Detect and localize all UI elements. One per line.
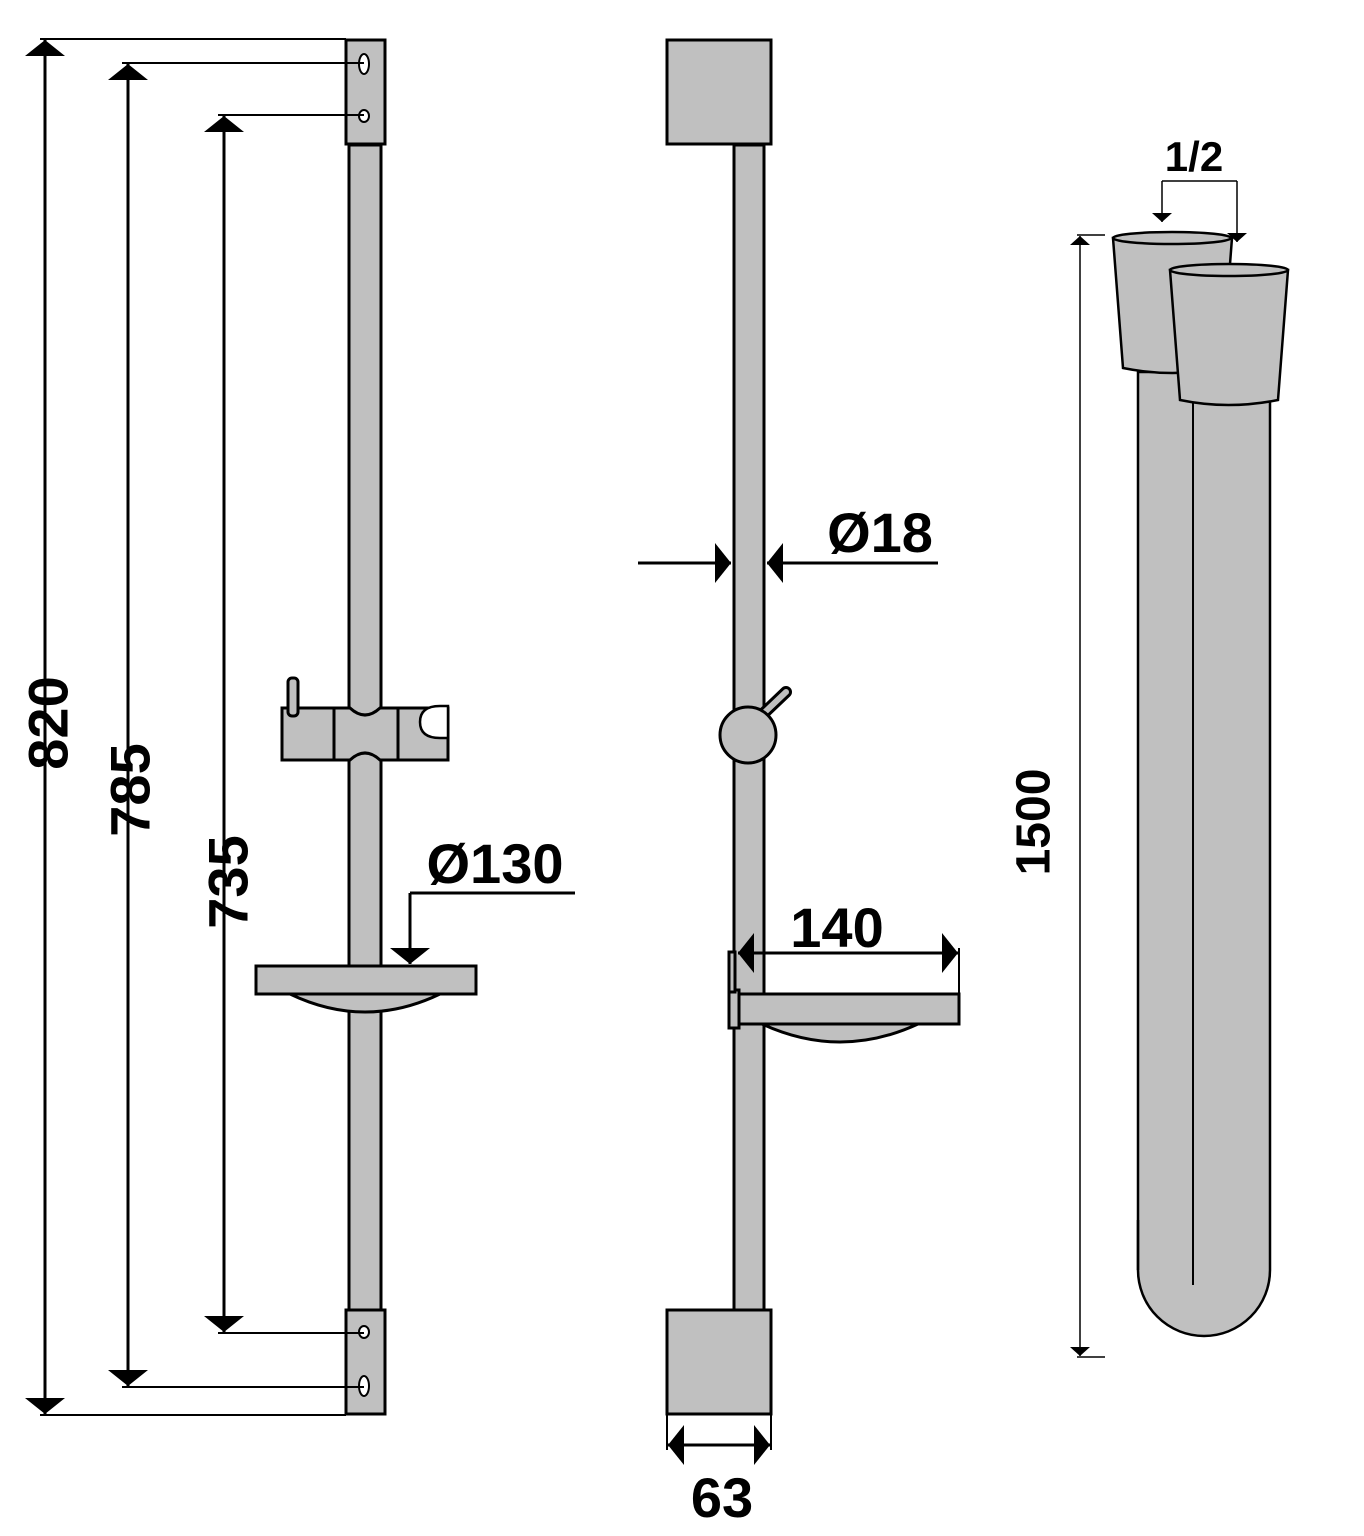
front-dimensions (25, 38, 575, 1416)
front-soap-dish (254, 964, 478, 1014)
side-dimensions (638, 543, 960, 1465)
dimension-735: 735 (197, 835, 260, 928)
dimension-bracket-depth: 63 (691, 1466, 753, 1529)
hose-nut-front (1168, 262, 1290, 407)
front-slider (280, 676, 450, 762)
dimension-hose-thread: 1/2 (1165, 133, 1223, 180)
dimension-dish-projection: 140 (790, 896, 883, 959)
hose-dimensions (1070, 180, 1247, 1358)
side-slider (718, 686, 792, 765)
side-view (665, 38, 961, 1416)
dimension-820: 820 (17, 676, 80, 769)
front-view (254, 38, 478, 1416)
hose-tube-back (1136, 370, 1272, 1338)
side-top-bracket (665, 38, 773, 146)
dimension-hose-length: 1500 (1008, 769, 1061, 876)
hose-tube-front (1183, 400, 1200, 1285)
side-soap-dish (727, 950, 961, 1044)
side-bottom-bracket (665, 1308, 773, 1416)
dimension-785: 785 (99, 743, 162, 836)
hose (1111, 230, 1290, 1338)
dimension-dish-diameter: Ø130 (427, 832, 564, 895)
dimension-rail-diameter: Ø18 (827, 501, 933, 564)
